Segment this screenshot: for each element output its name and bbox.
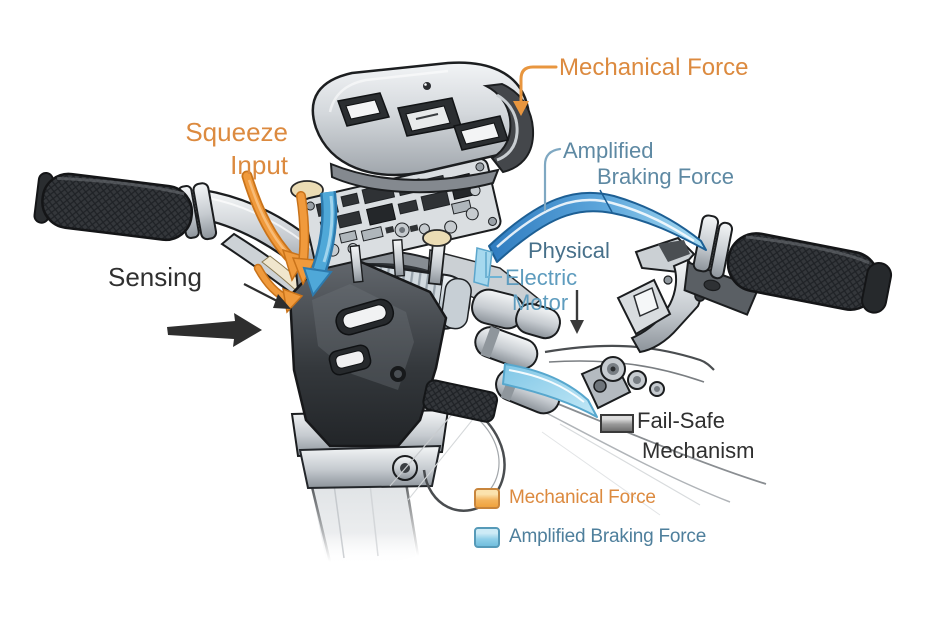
- label-failsafe-mechanism: Fail-Safe Mechanism: [637, 406, 754, 466]
- motor-pointer-arrow: [570, 290, 584, 334]
- legend-item-mechanical-force: Mechanical Force: [474, 487, 706, 509]
- brake-lever-right: [580, 236, 706, 410]
- amplified-braking-force-arrow: [473, 189, 707, 287]
- label-physical: Physical: [528, 238, 610, 263]
- amplified-label-connector: [543, 147, 562, 212]
- amplified-ribbon-down: [302, 191, 338, 298]
- circuit-board-standoff-right: [349, 229, 452, 286]
- sensing-pointer-arrow: [243, 283, 291, 309]
- stem-button-bottom: [328, 344, 372, 376]
- failsafe-arrow: [502, 363, 598, 418]
- legend: Mechanical Force Amplified Braking Force: [474, 487, 706, 565]
- label-motor: Motor: [512, 290, 569, 315]
- legend-label-mechanical-force: Mechanical Force: [509, 487, 656, 508]
- bar-clamp-knurled: [422, 379, 499, 423]
- cover-button-2: [397, 97, 462, 137]
- label-squeeze-input: Squeeze Input: [150, 116, 288, 182]
- label-amplified-braking-force: Amplified Braking Force: [563, 138, 734, 190]
- motor-coupling: [471, 288, 561, 340]
- cover-button-1: [336, 92, 391, 127]
- label-squeeze-line1: Squeeze: [185, 117, 288, 147]
- label-electric: Electric: [505, 265, 578, 290]
- handlebar-right-grip: [683, 214, 893, 316]
- label-amplified-line1: Amplified: [563, 138, 654, 163]
- mechanical-force-pointer-arrow: [513, 65, 558, 116]
- amplified-braking-force-swatch-icon: [474, 526, 500, 548]
- label-failsafe-line2: Mechanism: [642, 438, 755, 463]
- cable-lines: [534, 344, 767, 503]
- label-squeeze-line2: Input: [230, 150, 288, 180]
- label-sensing: Sensing: [108, 262, 202, 292]
- label-failsafe-line1: Fail-Safe: [637, 408, 726, 433]
- sensing-direction-arrow: [167, 313, 262, 347]
- legend-label-amplified-braking-force: Amplified Braking Force: [509, 526, 707, 547]
- legend-item-amplified-braking-force: Amplified Braking Force: [474, 526, 706, 548]
- failsafe-swatch-icon: [600, 414, 634, 433]
- mechanical-force-swatch-icon: [474, 487, 500, 509]
- motor-label-connector: [485, 252, 502, 278]
- handlebar-left-grip: [33, 172, 194, 242]
- stem-button-top: [335, 298, 395, 336]
- cover-button-3: [453, 115, 509, 151]
- label-mechanical-force: Mechanical Force: [559, 54, 749, 81]
- label-amplified-line2: Braking Force: [597, 164, 734, 189]
- control-pod-cover: [311, 61, 535, 194]
- stem-body: [288, 256, 448, 448]
